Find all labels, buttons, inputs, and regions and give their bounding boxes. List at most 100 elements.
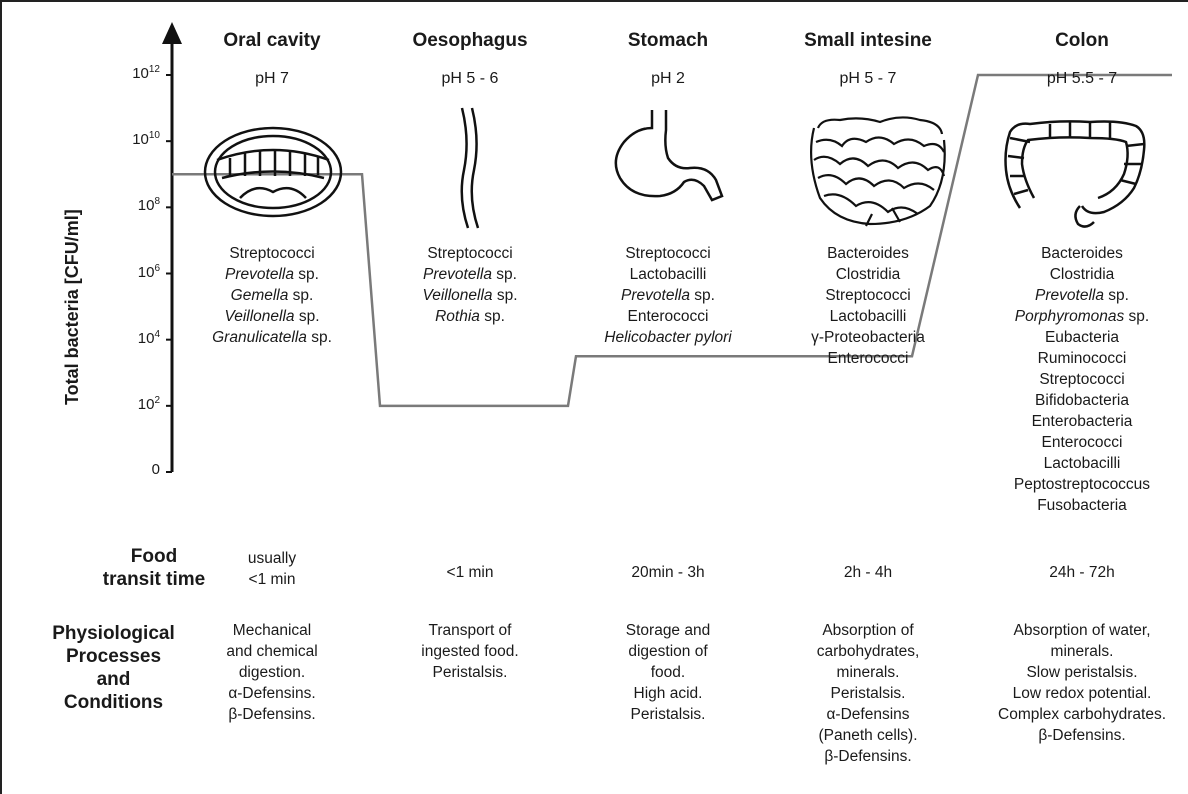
bacteria-item: Enterococci	[1041, 434, 1123, 451]
transit-time-line: 20min - 3h	[631, 564, 705, 581]
bacteria-item: γ-Proteobacteria	[811, 329, 925, 346]
process-line: (Paneth cells).	[818, 727, 918, 744]
row-label-transit: Food transit time	[84, 545, 224, 591]
bacteria-item: Prevotella sp.	[1035, 287, 1129, 304]
y-tick-label: 1010	[132, 130, 160, 149]
process-line: minerals.	[1050, 643, 1114, 660]
process-list: Transport of ingested food. Peristalsis.	[350, 620, 590, 683]
transit-time: usually <1 min	[172, 548, 372, 590]
bacteria-item: Prevotella sp.	[423, 266, 517, 283]
process-line: digestion of	[628, 643, 708, 660]
section-ph: pH 5 - 7	[839, 70, 897, 87]
process-line: α-Defensins.	[228, 685, 316, 702]
bacteria-item: Helicobacter pylori	[604, 329, 732, 346]
bacteria-item: Porphyromonas sp.	[1014, 308, 1150, 325]
bacteria-item: Clostridia	[835, 266, 901, 283]
row-label-processes-line: and	[96, 669, 131, 690]
process-line: minerals.	[836, 664, 900, 681]
section-title: Colon	[1055, 30, 1109, 51]
process-line: and chemical	[226, 643, 318, 660]
bacteria-item: Eubacteria	[1044, 329, 1120, 346]
transit-time-line: 24h - 72h	[1049, 564, 1115, 581]
process-line: β-Defensins.	[1038, 727, 1126, 744]
y-tick-label: 1012	[132, 64, 160, 82]
bacteria-item: Rothia sp.	[435, 308, 505, 325]
transit-time-line: <1 min	[446, 564, 494, 581]
process-line: Peristalsis.	[830, 685, 906, 702]
process-line: Peristalsis.	[630, 706, 706, 723]
process-line: ingested food.	[421, 643, 519, 660]
transit-time-line: 2h - 4h	[843, 564, 893, 581]
process-line: food.	[650, 664, 686, 681]
bacteria-item: Fusobacteria	[1037, 497, 1127, 514]
section-title: Oral cavity	[223, 30, 321, 51]
process-line: Storage and	[625, 622, 711, 639]
bacteria-item: Bifidobacteria	[1035, 392, 1129, 409]
transit-time-line: usually	[247, 550, 297, 567]
section-ph: pH 5 - 6	[441, 70, 499, 87]
process-line: Absorption of water,	[1013, 622, 1151, 639]
transit-time-line: <1 min	[248, 571, 296, 588]
process-line: Mechanical	[232, 622, 312, 639]
bacteria-item: Peptostreptococcus	[1013, 476, 1151, 493]
row-label-processes: Physiological Processes and Conditions	[26, 622, 201, 714]
row-label-processes-line: Physiological	[52, 623, 175, 644]
row-label-transit-line: transit time	[102, 569, 206, 590]
y-tick-label: 106	[137, 262, 160, 281]
process-line: High acid.	[633, 685, 703, 702]
bacteria-item: Veillonella sp.	[224, 308, 320, 325]
section-ph: pH 5.5 - 7	[1046, 70, 1118, 87]
bacteria-item: Ruminococci	[1037, 350, 1127, 367]
bacteria-item: Lactobacilli	[629, 266, 707, 283]
bacteria-item: Lactobacilli	[1043, 455, 1121, 472]
frame-left-border	[0, 0, 2, 794]
section-ph: pH 2	[651, 70, 685, 87]
bacteria-item: Streptococci	[427, 245, 513, 262]
mouth-icon	[203, 126, 343, 218]
bacteria-item: Streptococci	[625, 245, 711, 262]
process-line: Slow peristalsis.	[1026, 664, 1138, 681]
y-tick-label: 102	[137, 394, 160, 413]
bacteria-item: Streptococci	[1039, 371, 1125, 388]
process-line: β-Defensins.	[824, 748, 912, 765]
bacteria-item: Enterobacteria	[1031, 413, 1133, 430]
frame-top-border	[0, 0, 1188, 2]
section-title: Oesophagus	[412, 30, 528, 51]
bacteria-item: Streptococci	[229, 245, 315, 262]
section-title: Small intesine	[804, 30, 932, 51]
process-list: Storage and digestion of food. High acid. Pe…	[548, 620, 788, 725]
colon-icon	[1004, 120, 1146, 228]
bacteria-item: Prevotella sp.	[225, 266, 319, 283]
stomach-icon	[614, 110, 724, 202]
bacteria-item: Granulicatella sp.	[212, 329, 332, 346]
bacteria-item: Streptococci	[825, 287, 911, 304]
process-line: Peristalsis.	[432, 664, 508, 681]
process-line: Complex carbohydrates.	[998, 706, 1166, 723]
y-tick-label: 0	[151, 461, 160, 478]
bacteria-item: Prevotella sp.	[621, 287, 715, 304]
process-line: carbohydrates,	[816, 643, 920, 660]
process-line: β-Defensins.	[228, 706, 316, 723]
process-line: α-Defensins	[826, 706, 910, 723]
bacteria-item: Bacteroides	[827, 245, 909, 262]
y-tick-label: 108	[137, 196, 160, 215]
process-list: Absorption of water, minerals. Slow perist…	[962, 620, 1188, 746]
row-label-transit-line: Food	[130, 546, 178, 567]
bacteria-item: Lactobacilli	[829, 308, 907, 325]
section-ph: pH 7	[255, 70, 289, 87]
transit-time: <1 min	[370, 562, 570, 583]
process-line: Transport of	[428, 622, 512, 639]
transit-time: 24h - 72h	[982, 562, 1182, 583]
section-title: Stomach	[627, 30, 709, 51]
bacteria-item: Enterococci	[627, 308, 709, 325]
bacteria-item: Clostridia	[1049, 266, 1115, 283]
bacteria-item: Gemella sp.	[230, 287, 314, 304]
